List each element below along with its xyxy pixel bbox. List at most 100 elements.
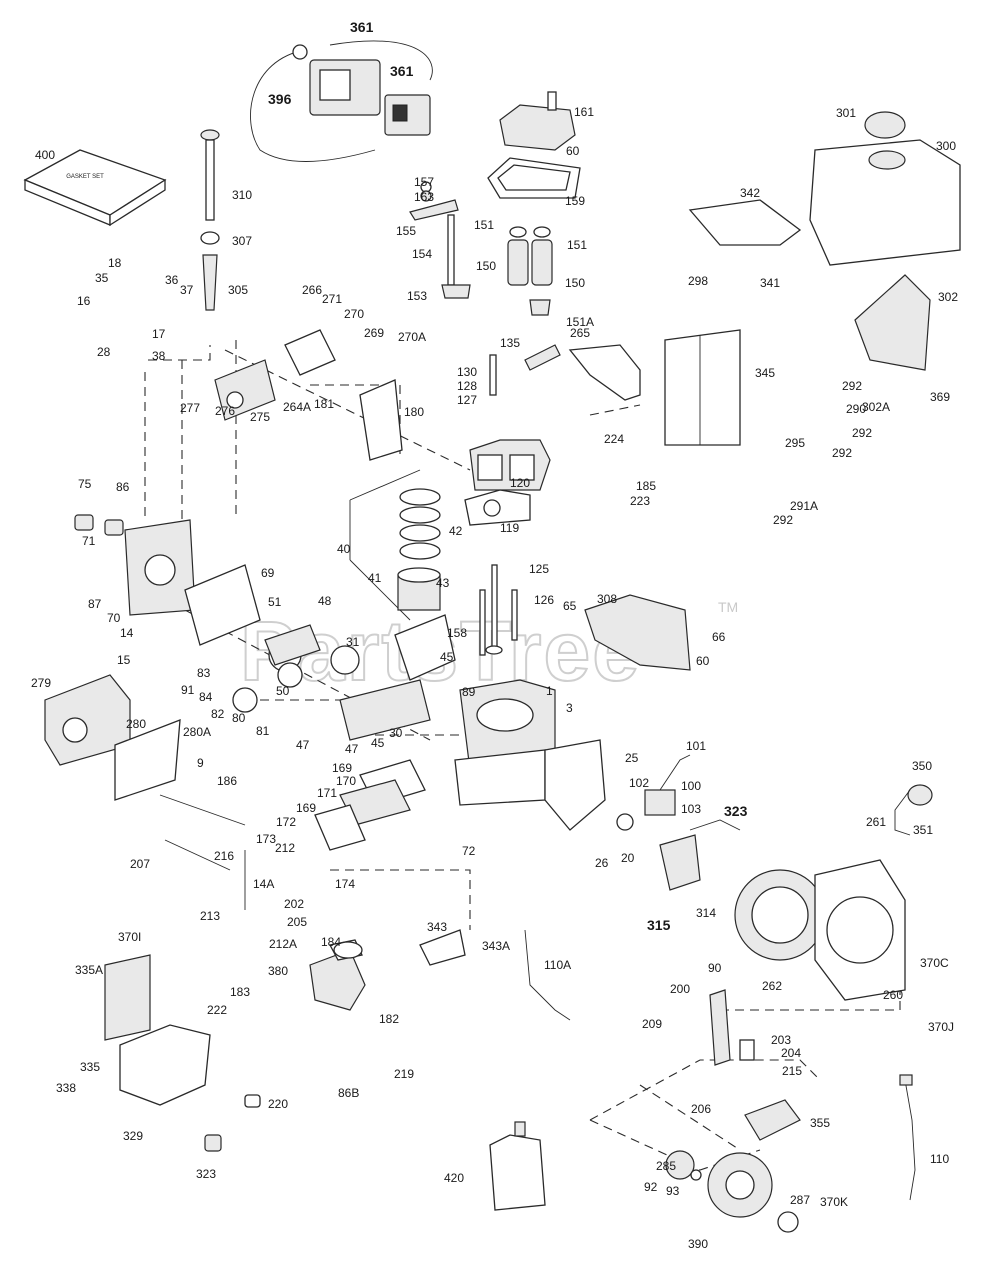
cylinder-block-part: [454, 679, 556, 806]
part-label: 370C: [920, 956, 949, 970]
part-label: 157: [414, 175, 434, 189]
part-label: 86: [116, 480, 130, 494]
part-label: 43: [436, 576, 450, 590]
part-label: 42: [449, 524, 463, 538]
part-label: 186: [217, 774, 237, 788]
part-label: 150: [565, 276, 585, 290]
part-label: 212A: [269, 937, 297, 951]
deflector-265: [568, 344, 641, 401]
part-label: 292: [842, 379, 862, 393]
recoil-starter-part: [665, 1150, 799, 1233]
part-label: 329: [123, 1129, 143, 1143]
part-label: 270A: [398, 330, 426, 344]
part-label: 82: [211, 707, 225, 721]
part-label: 185: [636, 479, 656, 493]
part-label: 341: [760, 276, 780, 290]
part-label: 171: [317, 786, 337, 800]
part-label: 69: [261, 566, 275, 580]
part-label: 120: [510, 476, 530, 490]
part-label: 280: [126, 717, 146, 731]
tank-shield-part: [854, 274, 931, 371]
part-label: 20: [621, 851, 635, 865]
part-label: 110: [930, 1152, 949, 1166]
part-label: 161: [574, 105, 594, 119]
wire-110A: [524, 929, 571, 1021]
part-label: 269: [364, 326, 384, 340]
part-label: 100: [681, 779, 701, 793]
part-label: 153: [407, 289, 427, 303]
part-label: 25: [625, 751, 639, 765]
part-label: 41: [368, 571, 382, 585]
speed-control-part: [709, 989, 755, 1066]
valves-part: [479, 564, 518, 656]
part-label: 307: [232, 234, 252, 248]
part-label: 182: [379, 1012, 399, 1026]
camshaft-part: [264, 624, 321, 688]
governor-linkage-part: [159, 794, 246, 910]
part-label: 262: [762, 979, 782, 993]
part-label: 158: [447, 626, 467, 640]
part-label: 202: [284, 897, 304, 911]
head-gasket-part: [464, 489, 531, 526]
part-label: 15: [117, 653, 131, 667]
part-label: 271: [322, 292, 342, 306]
valve-cover-part: [487, 91, 581, 199]
bracket-343: [419, 929, 466, 966]
part-label: 128: [457, 379, 477, 393]
part-label: 285: [656, 1159, 676, 1173]
part-number-labels: 361 396 361 161 60 301 300 400 157 163 1…: [31, 19, 958, 1251]
part-label: 155: [396, 224, 416, 238]
cover-180: [359, 379, 403, 461]
part-label: 91: [181, 683, 195, 697]
part-label: 102: [629, 776, 649, 790]
gasket-69: [184, 564, 261, 646]
part-label: 203: [771, 1033, 791, 1047]
part-label: 169: [332, 761, 352, 775]
part-label: 172: [276, 815, 296, 829]
part-label: 305: [228, 283, 248, 297]
part-label: 151: [567, 238, 587, 252]
part-label: 130: [457, 365, 477, 379]
part-label: 50: [276, 684, 290, 698]
part-label: 170: [336, 774, 356, 788]
part-label: 260: [883, 988, 903, 1002]
muffler-part: [44, 674, 181, 801]
part-label: 370I: [118, 930, 141, 944]
part-label: 277: [180, 401, 200, 415]
part-label: 30: [389, 726, 403, 740]
part-label: 174: [335, 877, 355, 891]
part-label: 335: [80, 1060, 100, 1074]
breather-part: [214, 329, 336, 421]
part-label: 223: [630, 494, 650, 508]
part-label: 183: [230, 985, 250, 999]
part-label: 270: [344, 307, 364, 321]
part-label: 290: [846, 402, 866, 416]
part-label: 86B: [338, 1086, 359, 1100]
part-label: 396: [268, 91, 292, 107]
part-label: 81: [256, 724, 270, 738]
part-label: 38: [152, 349, 166, 363]
part-label: 315: [647, 917, 671, 933]
part-label: 110A: [544, 958, 571, 972]
part-label: 48: [318, 594, 332, 608]
part-label: 75: [78, 477, 92, 491]
part-label: 215: [782, 1064, 802, 1078]
part-label: 287: [790, 1193, 810, 1207]
blower-housing-part: [814, 859, 906, 1001]
part-label: 150: [476, 259, 496, 273]
carburetor-part: [309, 939, 366, 1011]
part-label: 298: [688, 274, 708, 288]
part-label: 224: [604, 432, 624, 446]
part-label: 370J: [928, 1020, 954, 1034]
part-label: 163: [414, 190, 434, 204]
part-label: 60: [566, 144, 580, 158]
part-label: 343A: [482, 939, 510, 953]
part-label: 206: [691, 1102, 711, 1116]
part-label: 17: [152, 327, 166, 341]
part-label: 126: [534, 593, 554, 607]
part-label: 14: [120, 626, 134, 640]
part-label: 60: [696, 654, 710, 668]
crankshaft-part: [232, 614, 456, 741]
head-bolt-part: [489, 354, 497, 396]
gasket-355: [744, 1099, 801, 1141]
